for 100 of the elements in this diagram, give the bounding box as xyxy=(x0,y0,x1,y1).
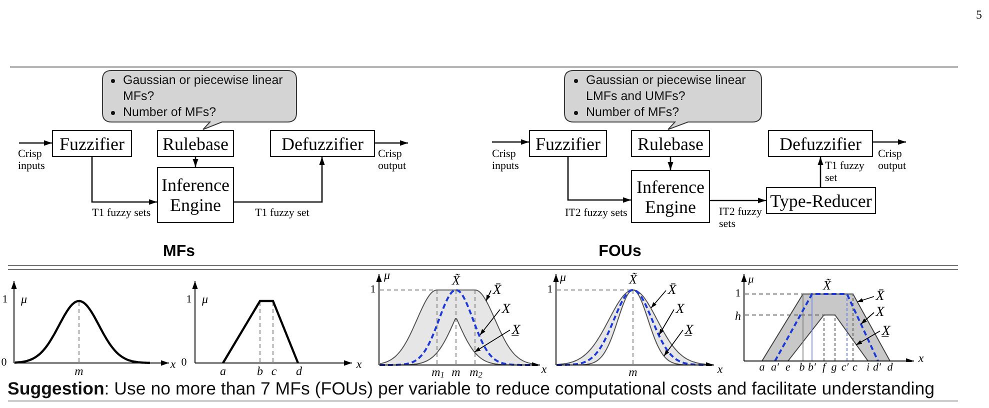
section-heading: FOUs xyxy=(598,243,642,261)
leader-line xyxy=(856,296,874,302)
arrow xyxy=(375,140,408,146)
process-box xyxy=(768,130,873,157)
callout-text: Number of MFs? xyxy=(123,104,218,120)
tick-label: a xyxy=(759,362,765,374)
callout-text: Gaussian or piecewise linear MFs? xyxy=(123,72,284,104)
tick-label: b xyxy=(799,362,805,374)
edge-label: IT2 fuzzy sets xyxy=(719,206,765,230)
box-label: Defuzzifier xyxy=(780,134,862,154)
arrow xyxy=(91,157,157,205)
axis-label: μ xyxy=(202,292,208,306)
axis-label: x xyxy=(541,362,547,376)
tick-label: m xyxy=(628,365,638,379)
callout-text: Number of MFs? xyxy=(586,104,680,120)
arrow xyxy=(234,157,325,203)
arrow xyxy=(492,139,529,145)
process-box xyxy=(157,130,234,157)
arrow xyxy=(873,139,906,145)
tick-label: m xyxy=(74,364,84,378)
box-label: Fuzzifier xyxy=(536,134,600,154)
arrow xyxy=(710,198,766,204)
section-heading: MFs xyxy=(163,243,195,261)
box-label: Inference Engine xyxy=(160,175,230,215)
axis-label: x xyxy=(170,357,176,371)
box-label: Defuzzifier xyxy=(282,134,364,154)
tick-label: 0 xyxy=(1,356,7,370)
tick-label: d′ xyxy=(873,362,881,374)
tick-label: a′ xyxy=(771,362,779,374)
process-box xyxy=(52,130,132,157)
box-label: Rulebase xyxy=(162,134,228,154)
curve-label: X xyxy=(500,302,512,317)
tick-label: d xyxy=(296,364,302,378)
box-label: Fuzzifier xyxy=(60,134,124,154)
speech-callout xyxy=(102,70,297,130)
edge-label: IT2 fuzzy sets xyxy=(565,207,628,219)
tick-label: 1 xyxy=(2,294,8,306)
axis-label: μ xyxy=(560,270,566,284)
curve-label: X̃ xyxy=(629,272,637,286)
speech-callout xyxy=(564,70,762,130)
tick-label: 1 xyxy=(370,284,376,296)
tick-label: f xyxy=(822,362,826,374)
tick-label: 1 xyxy=(186,294,192,306)
tick-label: c′ xyxy=(841,362,849,374)
tick-label: 1 xyxy=(547,284,553,296)
box-label: Inference Engine xyxy=(636,176,706,216)
leader-line xyxy=(658,309,674,336)
box-label: Type-Reducer xyxy=(770,190,872,210)
arrow xyxy=(818,157,824,187)
tick-label: i xyxy=(866,362,870,374)
process-box xyxy=(766,187,876,214)
axis-label: x xyxy=(918,351,924,365)
box-label: Rulebase xyxy=(638,134,704,154)
curve-label: X̃ xyxy=(452,272,460,288)
tick-label: 0 xyxy=(181,356,187,370)
arrow xyxy=(19,140,52,146)
curve-label: X̲ xyxy=(683,322,695,338)
edge-label: T1 fuzzy set xyxy=(825,160,867,184)
axis-label: μ xyxy=(748,274,754,286)
arrow xyxy=(567,157,631,203)
curve-label: X̲ xyxy=(510,322,522,338)
edge-label: T1 fuzzy sets xyxy=(92,207,151,219)
tick-label: b xyxy=(257,364,263,378)
axis-label: μ xyxy=(20,292,28,306)
tick-label: h xyxy=(735,309,741,323)
tick-label: b′ xyxy=(808,362,816,374)
process-box xyxy=(529,130,607,157)
tick-label: m$_{2}$ xyxy=(470,365,482,379)
curve-label: X̲ xyxy=(880,323,892,339)
process-box xyxy=(270,130,375,157)
leader-line xyxy=(486,290,492,302)
tick-label: d xyxy=(887,362,893,374)
curve-label: X xyxy=(874,305,886,320)
tick-label: c xyxy=(852,362,858,374)
process-box xyxy=(631,170,710,223)
curve-label: X xyxy=(674,302,686,317)
tick-label: m$_{1}$ xyxy=(432,365,444,379)
page-number: 5 xyxy=(976,8,982,22)
callout-text: Gaussian or piecewise linear LMFs and UMFs? xyxy=(586,72,747,104)
tick-label: c xyxy=(271,364,277,378)
edge-label: T1 fuzzy set xyxy=(255,207,310,219)
arrow xyxy=(192,157,198,167)
leader-line xyxy=(474,330,510,352)
axis-label: μ xyxy=(384,268,390,282)
tick-label: g xyxy=(831,362,837,374)
tick-label: a xyxy=(220,364,226,378)
tick-label: e xyxy=(786,362,790,374)
suggestion-text: Suggestion: Use no more than 7 MFs (FOUs) per variable to reduce computational costs and facilitate understanding xyxy=(8,380,934,398)
process-box xyxy=(631,130,710,157)
tick-label: m xyxy=(452,365,460,379)
curve-label: X̄ xyxy=(491,283,503,298)
leader-line xyxy=(650,290,666,308)
curve-label: X̃ xyxy=(823,278,831,292)
axis-label: x xyxy=(356,357,362,371)
leader-line xyxy=(664,330,684,356)
curve-label: X̄ xyxy=(874,289,886,304)
process-box xyxy=(157,167,234,223)
axis-label: x xyxy=(717,362,723,376)
curve-label: X̄ xyxy=(666,283,678,298)
leader-line xyxy=(860,312,874,324)
